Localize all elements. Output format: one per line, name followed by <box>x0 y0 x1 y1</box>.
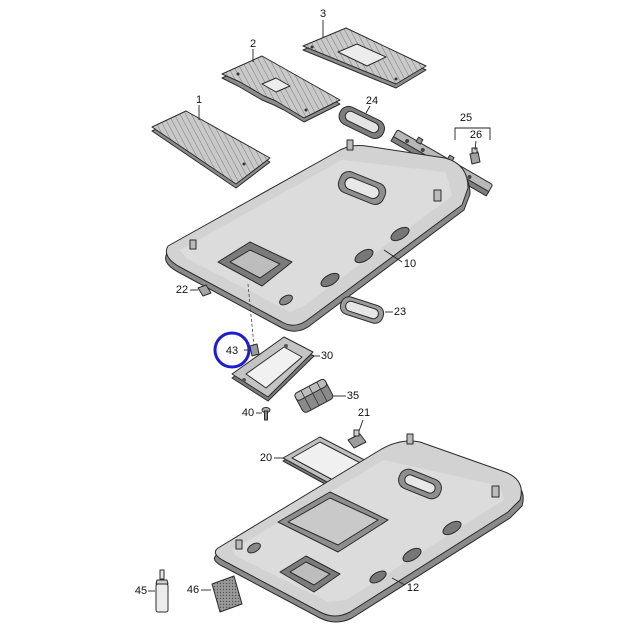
callout-23: 23 <box>394 306 406 318</box>
highlight-circle <box>213 331 251 369</box>
panel-part-3 <box>302 27 427 89</box>
headliner-part-10 <box>165 139 471 332</box>
callout-25: 25 <box>460 112 472 124</box>
clip-part-26 <box>469 147 481 165</box>
callout-12: 12 <box>407 582 419 594</box>
headliner-part-12 <box>213 433 524 623</box>
foam-pad-part-46 <box>211 575 243 613</box>
console-frame-part-30 <box>231 336 315 402</box>
callout-20: 20 <box>260 452 272 464</box>
leader-bracket-25 <box>454 127 491 140</box>
callout-2: 2 <box>250 38 256 50</box>
leader-line-12 <box>391 577 406 586</box>
panel-part-2 <box>221 55 341 123</box>
assembly-line <box>247 283 255 347</box>
screw-part-40 <box>261 407 271 421</box>
clip-part-22 <box>197 284 212 297</box>
leader-line-24 <box>365 105 371 114</box>
callout-21: 21 <box>358 407 370 419</box>
callout-30: 30 <box>321 350 333 362</box>
callout-45: 45 <box>135 585 147 597</box>
clip-part-21 <box>347 429 367 449</box>
callout-35: 35 <box>347 390 359 402</box>
leader-line-10 <box>383 249 403 263</box>
callout-3: 3 <box>320 8 326 20</box>
leader-line-26 <box>474 140 477 151</box>
callout-10: 10 <box>404 258 416 270</box>
clip-part-43 <box>249 343 260 357</box>
trim-ring-part-24 <box>338 105 385 139</box>
callout-22: 22 <box>176 284 188 296</box>
leader-line-21 <box>358 419 364 432</box>
cover-plate-part-23 <box>339 296 385 324</box>
callout-24: 24 <box>366 95 378 107</box>
callout-26: 26 <box>470 129 482 141</box>
panel-part-1 <box>151 110 271 189</box>
callout-1: 1 <box>196 94 202 106</box>
callout-46: 46 <box>187 584 199 596</box>
module-part-35 <box>294 378 334 413</box>
callout-40: 40 <box>242 407 254 419</box>
callout-43: 43 <box>226 345 238 357</box>
adhesive-tube-part-45 <box>155 569 169 613</box>
